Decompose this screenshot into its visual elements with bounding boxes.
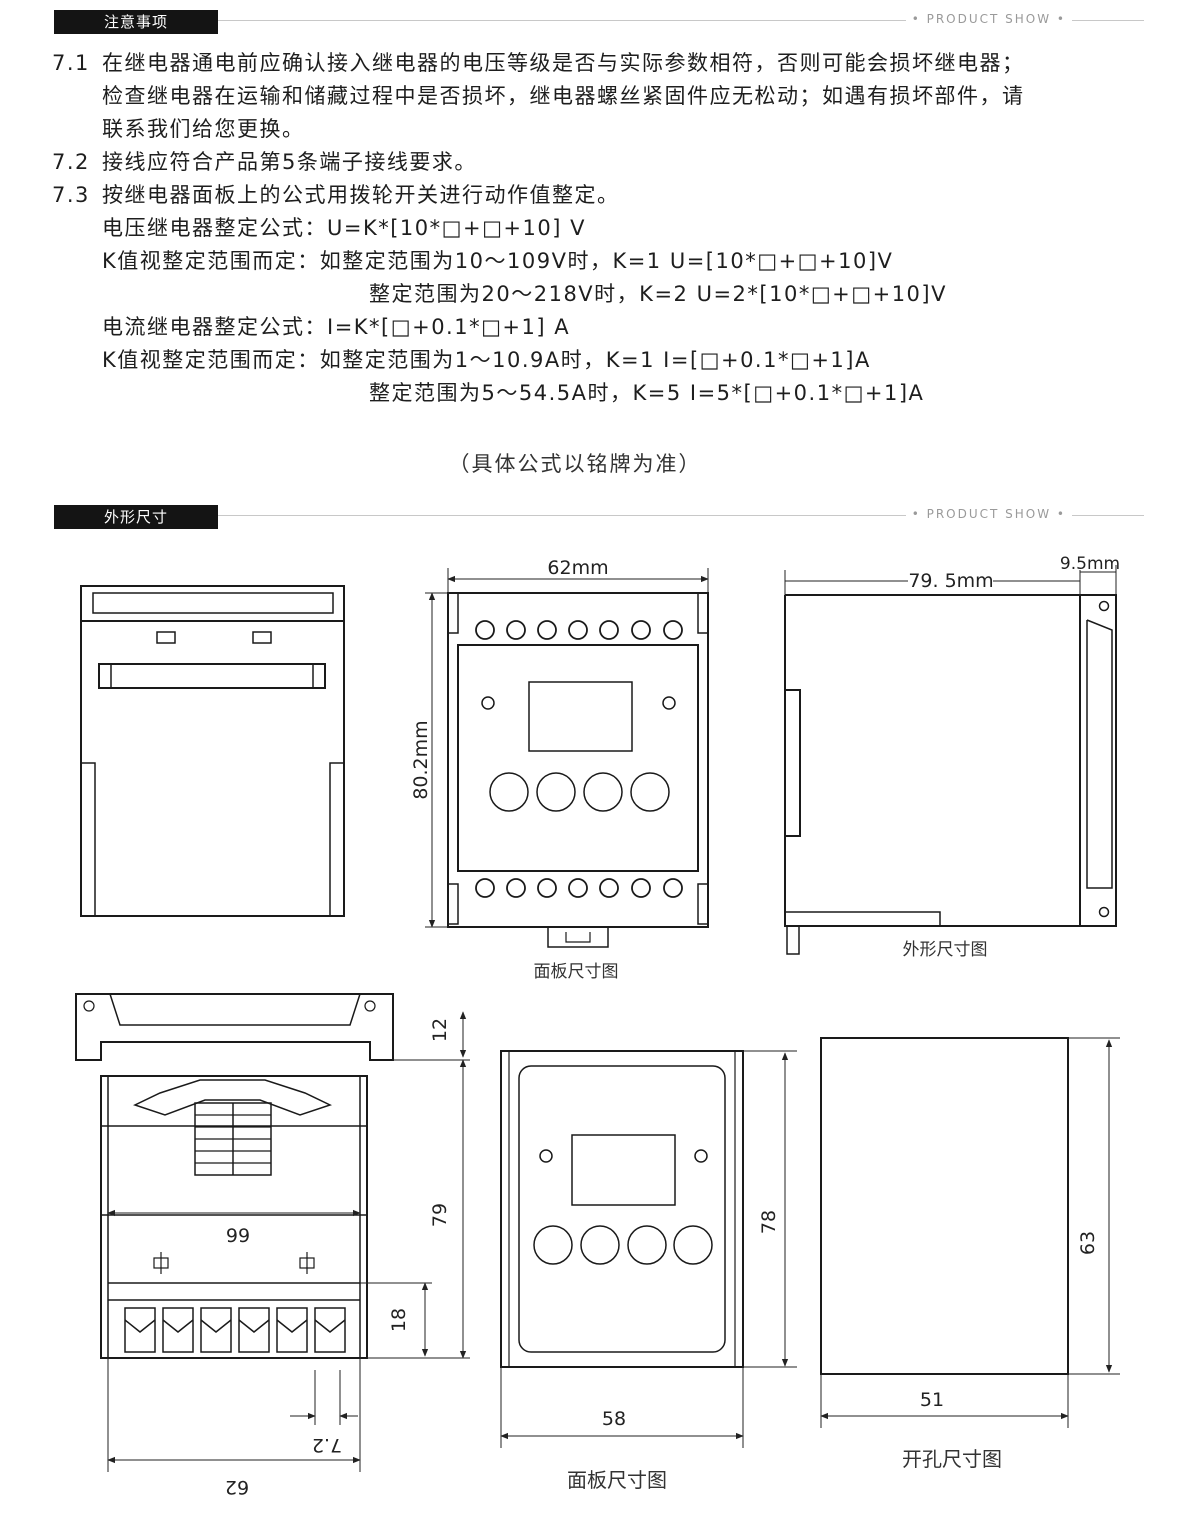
dim-panel2-height: 78: [758, 1210, 780, 1234]
caption-panel-bottom: 面板尺寸图: [567, 1468, 667, 1492]
dim-bottom-width: 62: [225, 1476, 249, 1498]
dim-bottom-top: 12: [429, 1018, 451, 1042]
dim-panel-width: 62mm: [547, 557, 608, 579]
brand-tag: • PRODUCT SHOW •: [905, 9, 1072, 29]
header-rule: [218, 515, 1144, 516]
formula-voltage-k2: 整定范围为20～218V时，K=2 U=2*[10*□+□+10]V: [369, 282, 947, 306]
brand-tag: • PRODUCT SHOW •: [905, 504, 1072, 524]
formula-note: （具体公式以铭牌为准）: [448, 452, 702, 476]
side-view-drawing: [784, 594, 1117, 955]
dim-bottom-terminal: 18: [388, 1308, 410, 1332]
dim-bottom-body: 79: [429, 1203, 451, 1227]
dim-panel-height: 80.2mm: [410, 720, 432, 799]
dim-cutout-width: 51: [920, 1389, 944, 1411]
section-header-dimensions: 外形尺寸 • PRODUCT SHOW •: [0, 499, 1200, 529]
section-title-dimensions: 外形尺寸: [54, 505, 218, 529]
formula-voltage: 电压继电器整定公式：U=K*[10*□+□+10] V: [102, 216, 586, 240]
panel-small-drawing: [500, 1050, 744, 1368]
dim-bottom-pitch: 7.2: [312, 1434, 342, 1456]
dim-side-extra: 9.5mm: [1060, 554, 1120, 574]
item-7-1-line2: 检查继电器在运输和储藏过程中是否损坏，继电器螺丝紧固件应无松动；如遇有损坏部件，…: [102, 84, 1025, 108]
dim-panel2-width: 58: [602, 1408, 626, 1430]
formula-current-k5: 整定范围为5～54.5A时，K=5 I=5*[□+0.1*□+1]A: [369, 381, 925, 405]
panel-front-drawing: [447, 592, 709, 948]
section-title-notes: 注意事项: [54, 10, 218, 34]
bottom-view-drawing: [75, 993, 394, 1359]
cutout-drawing: [820, 1037, 1069, 1375]
formula-current: 电流继电器整定公式：I=K*[□+0.1*□+1] A: [102, 315, 571, 339]
formula-current-k1: K值视整定范围而定：如整定范围为1～10.9A时，K=1 I=[□+0.1*□+…: [102, 348, 871, 372]
caption-panel-top: 面板尺寸图: [534, 962, 619, 982]
dim-side-depth: 79. 5mm: [908, 570, 993, 592]
caption-side: 外形尺寸图: [903, 940, 988, 960]
section-header-notes: 注意事项 • PRODUCT SHOW •: [0, 4, 1200, 34]
header-rule: [218, 20, 1144, 21]
dim-cutout-height: 63: [1077, 1231, 1099, 1255]
dim-bottom-inner-width: 99: [226, 1225, 250, 1247]
item-7-1-line3: 联系我们给您更换。: [102, 117, 305, 141]
top-view-drawing: [80, 585, 345, 917]
formula-voltage-k1: K值视整定范围而定：如整定范围为10～109V时，K=1 U=[10*□+□+1…: [102, 249, 894, 273]
caption-cutout: 开孔尺寸图: [902, 1447, 1002, 1471]
